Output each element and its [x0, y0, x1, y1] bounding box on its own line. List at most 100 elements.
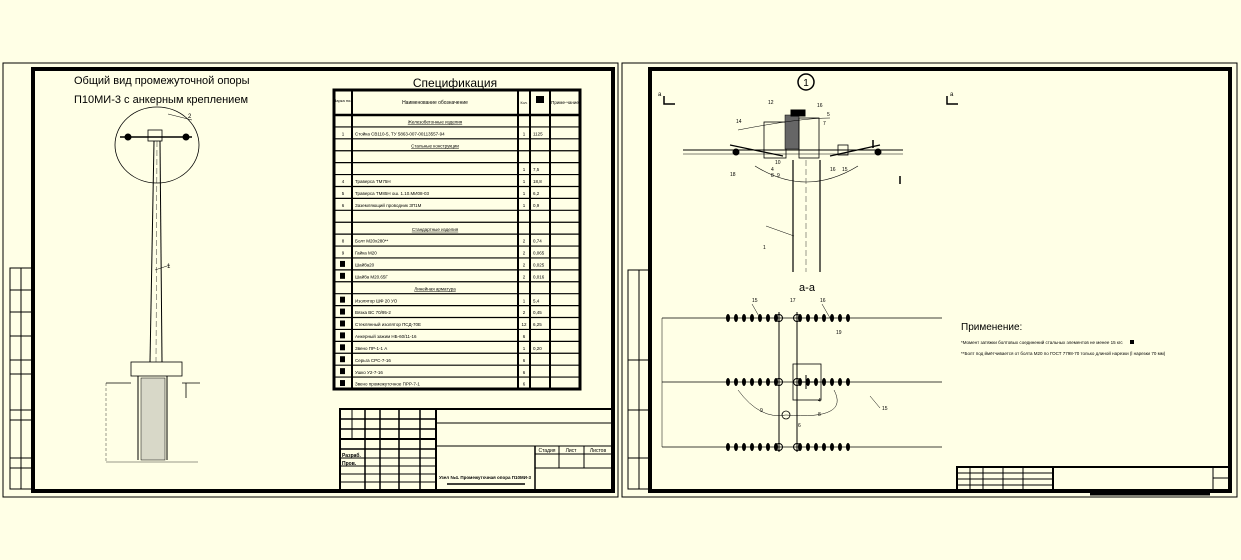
spec-cell-qty: 6	[523, 358, 526, 363]
insulator-disc	[806, 443, 810, 451]
spec-cell-qty: 1	[523, 131, 526, 136]
svg-text:14: 14	[736, 119, 742, 125]
clamp-ring	[775, 378, 783, 386]
svg-text:9: 9	[760, 408, 763, 414]
section-arrows	[663, 96, 958, 105]
spec-cell-name: Звено промежуточное ПРР-7-1	[355, 382, 420, 387]
pole-leader-label-1: 1	[167, 264, 171, 270]
insulator-disc	[742, 378, 746, 386]
svg-text:8: 8	[818, 412, 821, 418]
insulator-disc	[726, 443, 730, 451]
insulator-disc	[830, 314, 834, 322]
top-view-labels: 12 16 14 5 7 10 4 8 9 18 15 16	[730, 100, 848, 179]
spec-cell-name: Стеклянный изолятор ПСД-70Е	[355, 321, 421, 327]
spec-pos-marker	[340, 356, 345, 363]
pole-general-view	[105, 106, 200, 463]
sheet-1-inner-frame	[31, 67, 615, 493]
spec-pos-marker	[340, 260, 345, 267]
spec-cell-name: Анкерный зажим НБ-60/11-16	[355, 333, 417, 339]
svg-text:18: 18	[730, 172, 736, 178]
top-elevation-view	[683, 109, 903, 272]
spec-cell-qty: 1	[523, 203, 526, 208]
plan-insulator-strings	[726, 314, 850, 451]
sheet-1-side-stamp	[9, 267, 34, 490]
insulator-disc	[814, 443, 818, 451]
spec-cell-name: Траверса ТМ75Н	[355, 179, 391, 184]
spec-cell-pos: 1	[342, 131, 345, 136]
svg-text:12: 12	[768, 100, 774, 106]
insulator-disc	[742, 314, 746, 322]
insulator-disc	[822, 443, 826, 451]
pole-label-top-view: 1	[763, 245, 766, 251]
insulator-disc	[750, 378, 754, 386]
insulator-disc	[758, 443, 762, 451]
spec-cell-name: Болт М20х280**	[355, 239, 389, 244]
spec-cell-qty: 6	[523, 382, 526, 387]
sheet-1-title-line-1: Общий вид промежуточной опоры	[74, 75, 250, 87]
spec-cell-mass: 6,2	[533, 191, 540, 196]
sheet-2: 1 а а	[621, 62, 1238, 498]
spec-cell-mass: 18,8	[533, 179, 542, 184]
spec-cell-mass: 0,45	[533, 310, 542, 315]
title-block-role-1: Разраб.	[342, 452, 362, 459]
clamp-ring	[793, 378, 801, 386]
spec-cell-mass: 0,74	[533, 239, 542, 244]
svg-text:5: 5	[827, 112, 830, 118]
node-number-circle	[797, 73, 815, 91]
insulator-disc	[822, 314, 826, 322]
spec-pos-marker	[340, 272, 345, 279]
svg-text:8: 8	[771, 173, 774, 179]
svg-text:4: 4	[818, 398, 821, 404]
insulator-disc	[734, 378, 738, 386]
insulator-disc	[766, 378, 770, 386]
spec-cell-qty: 2	[523, 263, 526, 268]
spec-pos-marker	[340, 308, 345, 315]
spec-cell-pos: 6	[342, 203, 345, 208]
spec-header-pos: Марка поз.	[333, 98, 353, 103]
insulator-disc	[822, 378, 826, 386]
spec-cell-pos: 9	[342, 251, 345, 256]
svg-text:19: 19	[836, 330, 842, 336]
notes-title: Применение:	[961, 322, 1022, 333]
insulator-disc	[750, 443, 754, 451]
sheet-1-title-line-2: П10МИ-3 с анкерным креплением	[74, 94, 248, 106]
insulator-disc	[734, 443, 738, 451]
spec-cell-name: Серьга СРС-7-16	[355, 358, 391, 363]
spec-cell-name: Шайба М20.65Г	[355, 273, 388, 279]
insulator-disc	[830, 443, 834, 451]
svg-text:15: 15	[882, 406, 888, 412]
spec-cell-qty: 2	[523, 274, 526, 279]
spec-cell-qty: 6	[523, 334, 526, 339]
pole-leader-label-2: 2	[188, 114, 192, 120]
svg-text:16: 16	[830, 167, 836, 173]
spec-cell-name: Заземляющий проводник ЗП1М	[355, 202, 422, 208]
clamp-ring	[775, 314, 783, 322]
spec-section-heading: Стальные конструкции	[411, 143, 459, 148]
spec-cell-qty: 1	[523, 346, 526, 351]
svg-text:15: 15	[842, 167, 848, 173]
svg-text:10: 10	[775, 160, 781, 166]
spec-cell-mass: 5,4	[533, 298, 540, 303]
spec-cell-qty: 1	[523, 167, 526, 172]
spec-cell-mass: 0,065	[533, 251, 545, 256]
insulator-disc	[758, 314, 762, 322]
spec-cell-mass: 6,25	[533, 322, 542, 327]
svg-text:9: 9	[777, 173, 780, 179]
svg-text:15: 15	[752, 298, 758, 304]
sheet-2-title-block	[956, 466, 1231, 492]
insulator-disc	[838, 378, 842, 386]
spec-cell-qty: 12	[521, 322, 527, 327]
spec-pos-marker	[340, 368, 345, 375]
insulator-disc	[806, 378, 810, 386]
sheet-1-title-block	[339, 408, 614, 492]
node-number: 1	[803, 78, 809, 89]
svg-text:16: 16	[820, 298, 826, 304]
spec-cell-qty: 1	[523, 298, 526, 303]
spec-cell-pos: 8	[342, 239, 345, 244]
spec-pos-marker	[340, 380, 345, 387]
note-2: **Болт под ймётчивается от болта М20 по …	[961, 350, 1166, 356]
svg-text:6: 6	[798, 423, 801, 429]
section-arrow-label-left: а	[658, 92, 662, 98]
